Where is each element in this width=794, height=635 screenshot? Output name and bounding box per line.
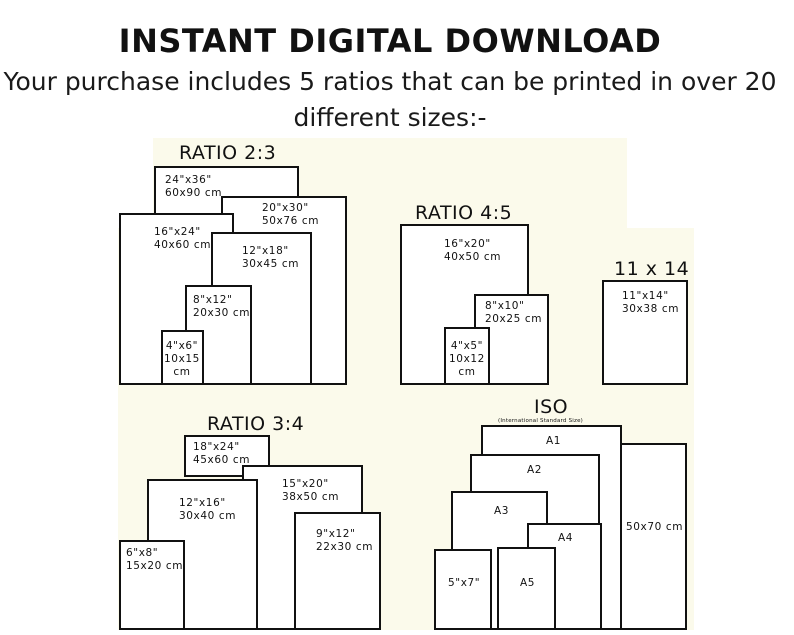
size-box-50x70 [620,443,687,630]
main-title: INSTANT DIGITAL DOWNLOAD [118,22,662,60]
size-label-16x20: 16"x20" 40x50 cm [444,238,502,263]
size-label-24x36: 24"x36" 60x90 cm [165,174,223,199]
size-box-4x6 [161,330,204,385]
size-label-50x70: 50x70 cm [626,521,684,533]
size-box-4x5 [444,327,490,385]
size-box-9x12 [294,512,381,630]
size-box-a5 [497,547,556,630]
size-label-a3: A3 [494,505,510,517]
size-label-a5: A5 [520,577,536,589]
iso-note: (International Standard Size) [498,418,584,424]
size-label-a2: A2 [527,464,543,476]
subtitle: Your purchase includes 5 ratios that can… [3,67,777,132]
size-label-20x30: 20"x30" 50x76 cm [262,202,320,227]
size-label-9x12: 9"x12" 22x30 cm [316,528,374,553]
ratio-4-5-heading: RATIO 4:5 [415,202,513,224]
size-box-5x7 [434,549,492,630]
size-label-15x20: 15"x20" 38x50 cm [282,478,340,503]
size-label-5x7: 5"x7" [448,577,481,589]
size-label-16x24: 16"x24" 40x60 cm [154,226,212,251]
size-label-8x10: 8"x10" 20x25 cm [485,300,543,325]
ratio-3-4-heading: RATIO 3:4 [207,413,305,435]
size-label-a1: A1 [546,435,562,447]
ratio-2-3-heading: RATIO 2:3 [179,142,277,164]
size-label-6x8: 6"x8" 15x20 cm [126,547,184,572]
size-label-18x24: 18"x24" 45x60 cm [193,441,251,466]
ratio-11x14-heading: 11 x 14 [614,258,690,280]
size-box-6x8 [119,540,185,630]
size-label-4x6: 4"x6" 10x15 cm [164,340,200,378]
size-label-11x14: 11"x14" 30x38 cm [622,290,680,315]
size-label-4x5: 4"x5" 10x12 cm [449,340,485,378]
iso-heading: ISO [534,396,569,418]
size-label-a4: A4 [558,532,574,544]
size-label-8x12: 8"x12" 20x30 cm [193,294,251,319]
size-label-12x16: 12"x16" 30x40 cm [179,497,237,522]
size-label-12x18: 12"x18" 30x45 cm [242,245,300,270]
size-box-11x14 [602,280,688,385]
